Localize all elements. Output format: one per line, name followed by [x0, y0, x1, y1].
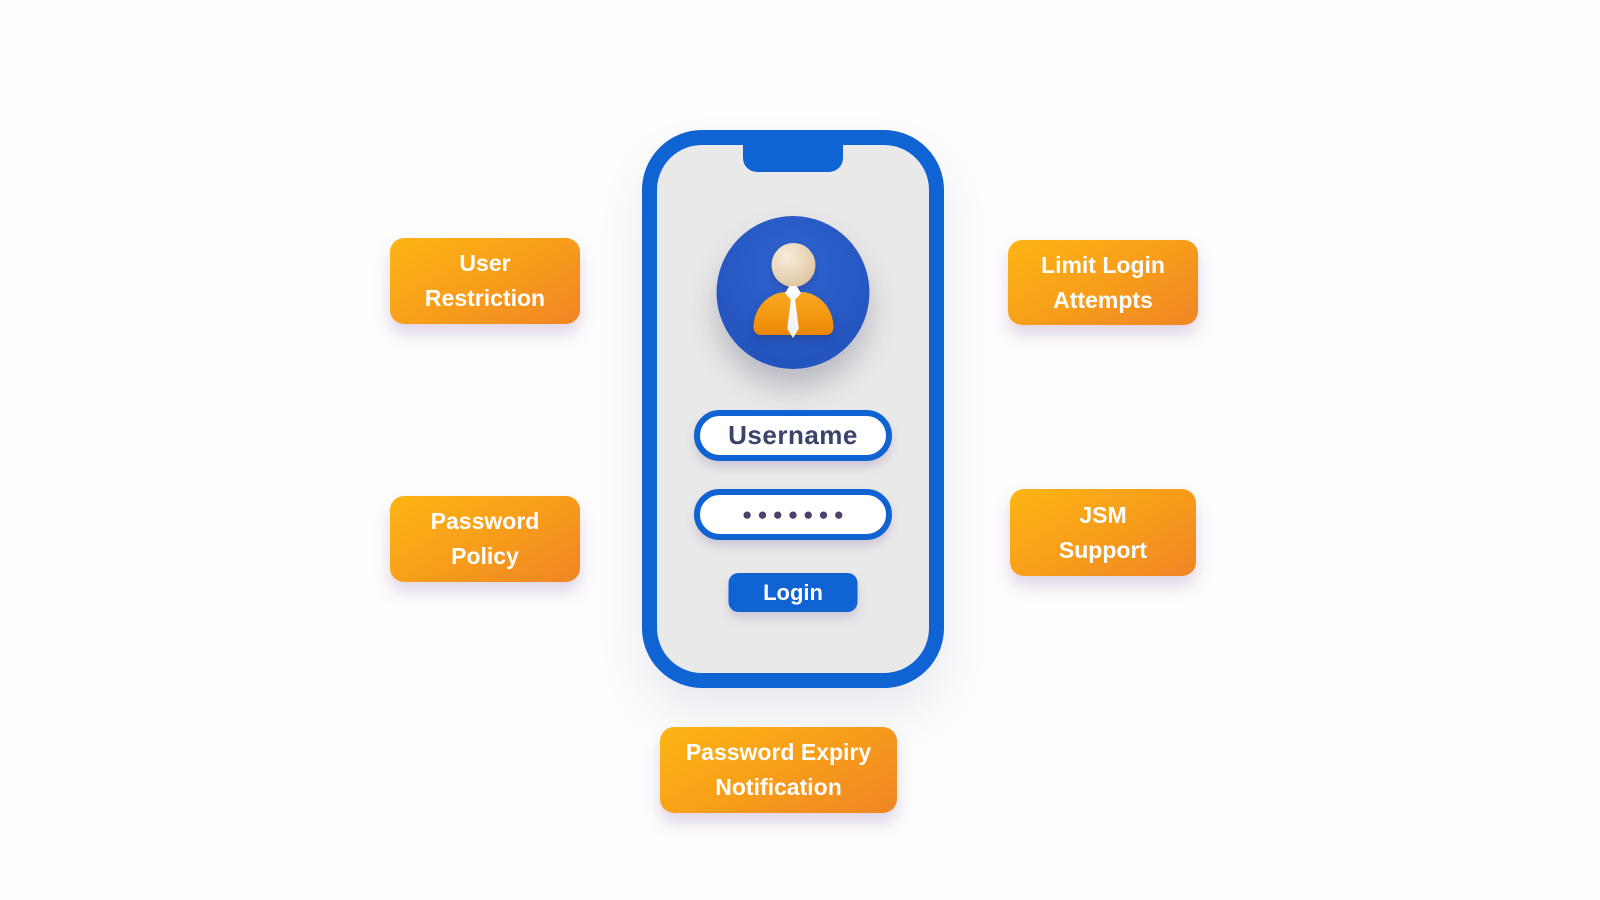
badge-label-line: Password Expiry — [685, 739, 872, 765]
avatar-head — [771, 243, 815, 287]
phone-notch — [743, 143, 843, 172]
username-input[interactable]: Username — [694, 410, 892, 461]
badge-label-line: Limit Login — [1041, 251, 1165, 278]
password-masked-value: ●●●●●●● — [742, 505, 849, 524]
username-value: Username — [728, 420, 858, 450]
badge-jsm-support: JSM Support — [1010, 489, 1196, 576]
badge-limit-login-attempts: Limit Login Attempts — [1008, 240, 1198, 325]
badge-label-line: Attempts — [1053, 286, 1153, 313]
badge-label-line: Password — [430, 508, 540, 534]
badge-password-policy: Password Policy — [390, 496, 580, 582]
badge-label-line: User — [459, 250, 511, 276]
phone-frame: Username ●●●●●●● Login — [642, 130, 944, 688]
badge-label-line: Policy — [451, 543, 519, 569]
badge-label-line: Notification — [715, 774, 842, 800]
password-input[interactable]: ●●●●●●● — [694, 489, 892, 540]
user-avatar-icon — [716, 216, 870, 369]
login-button[interactable]: Login — [728, 573, 858, 612]
badge-label-line: Support — [1058, 536, 1148, 563]
badge-password-expiry-notification: Password Expiry Notification — [660, 727, 897, 813]
login-button-label: Login — [763, 579, 823, 605]
badge-user-restriction: User Restriction — [390, 238, 580, 324]
badge-label-line: Restriction — [424, 285, 546, 311]
badge-label-line: JSM — [1079, 501, 1127, 528]
